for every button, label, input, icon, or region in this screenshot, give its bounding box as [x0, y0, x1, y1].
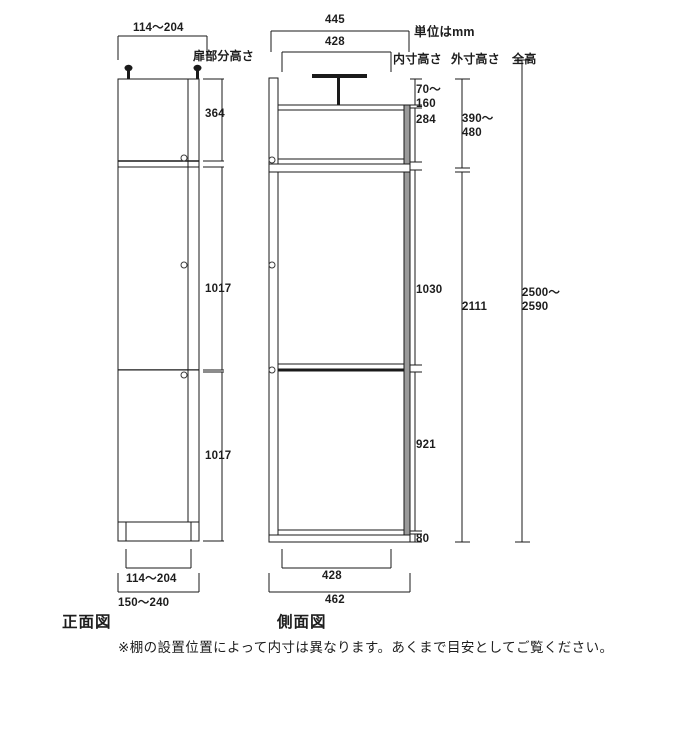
- side-left-frame: [268, 77, 279, 542]
- side-total-height-label: 2500〜 2590: [522, 287, 561, 313]
- side-inner-base: 80: [416, 533, 430, 545]
- front-bottom-width-dimensions: [117, 549, 200, 593]
- side-inner-upper-box: 284: [416, 114, 436, 126]
- side-handle-bottom: [268, 366, 276, 374]
- side-bottom-width-outer-label: 462: [325, 594, 345, 606]
- side-base: [268, 534, 411, 543]
- side-outer-upper-unit: 390〜 480: [462, 113, 494, 139]
- side-upper-compartment: [277, 109, 405, 160]
- side-divider-top: [268, 163, 411, 173]
- side-middle-compartment: [277, 171, 405, 365]
- front-door-middle: [117, 166, 200, 371]
- side-outer-height-dimensions: [455, 78, 470, 543]
- front-height-1017-lower: 1017: [205, 450, 232, 462]
- front-door-bottom: [117, 369, 200, 523]
- front-view-caption: 正面図: [62, 614, 112, 631]
- front-height-1017-upper: 1017: [205, 283, 232, 295]
- side-top-width-dimensions: [270, 30, 410, 72]
- front-height-364: 364: [205, 108, 225, 120]
- side-shelf-lower: [277, 529, 405, 536]
- side-inner-middle-box: 1030: [416, 284, 443, 296]
- side-shelf-upper: [277, 158, 405, 165]
- units-note: 単位はmm: [414, 25, 475, 39]
- front-top-width-dimension: [117, 35, 208, 60]
- side-bottom-width-inner-label: 428: [322, 570, 342, 582]
- front-handle-bottom: [180, 371, 188, 379]
- front-base-plinth: [117, 521, 200, 542]
- front-door-top: [117, 78, 200, 162]
- front-handle-middle: [180, 261, 188, 269]
- side-handle-middle: [268, 261, 276, 269]
- front-bottom-width-inner-label: 114〜204: [126, 573, 177, 585]
- header-total-height: 全高: [512, 52, 537, 66]
- header-outer-height: 外寸高さ: [451, 52, 500, 66]
- side-inner-adjust-range: 70〜 160: [416, 84, 441, 110]
- footnote: ※棚の設置位置によって内寸は異なります。あくまで目安としてご覧ください。: [118, 640, 614, 655]
- side-tension-adjuster: [312, 74, 367, 106]
- side-handle-top: [268, 156, 276, 164]
- side-shelf-middle: [277, 363, 405, 370]
- side-bottom-width-dimensions: [268, 549, 411, 593]
- side-view-caption: 側面図: [277, 614, 327, 631]
- front-bottom-width-outer-label: 150〜240: [118, 597, 170, 609]
- front-handle-top: [180, 154, 188, 162]
- front-view-group: [117, 35, 224, 593]
- header-door-height: 扉部分高さ: [193, 49, 255, 63]
- side-shelf-top: [277, 104, 405, 111]
- side-top-width-outer-label: 445: [325, 14, 345, 26]
- front-adjuster-pins: [124, 64, 202, 80]
- front-height-dimensions: [203, 78, 224, 542]
- header-inner-height: 内寸高さ: [393, 52, 442, 66]
- side-lower-compartment: [277, 370, 405, 531]
- side-total-height-dimension: [515, 59, 530, 543]
- side-inner-lower-box: 921: [416, 439, 436, 451]
- side-outer-lower-unit: 2111: [462, 301, 488, 313]
- side-view-group: [268, 30, 530, 593]
- side-top-width-inner-label: 428: [325, 36, 345, 48]
- side-inner-height-dimensions: [410, 78, 422, 543]
- front-top-width-label: 114〜204: [133, 22, 184, 34]
